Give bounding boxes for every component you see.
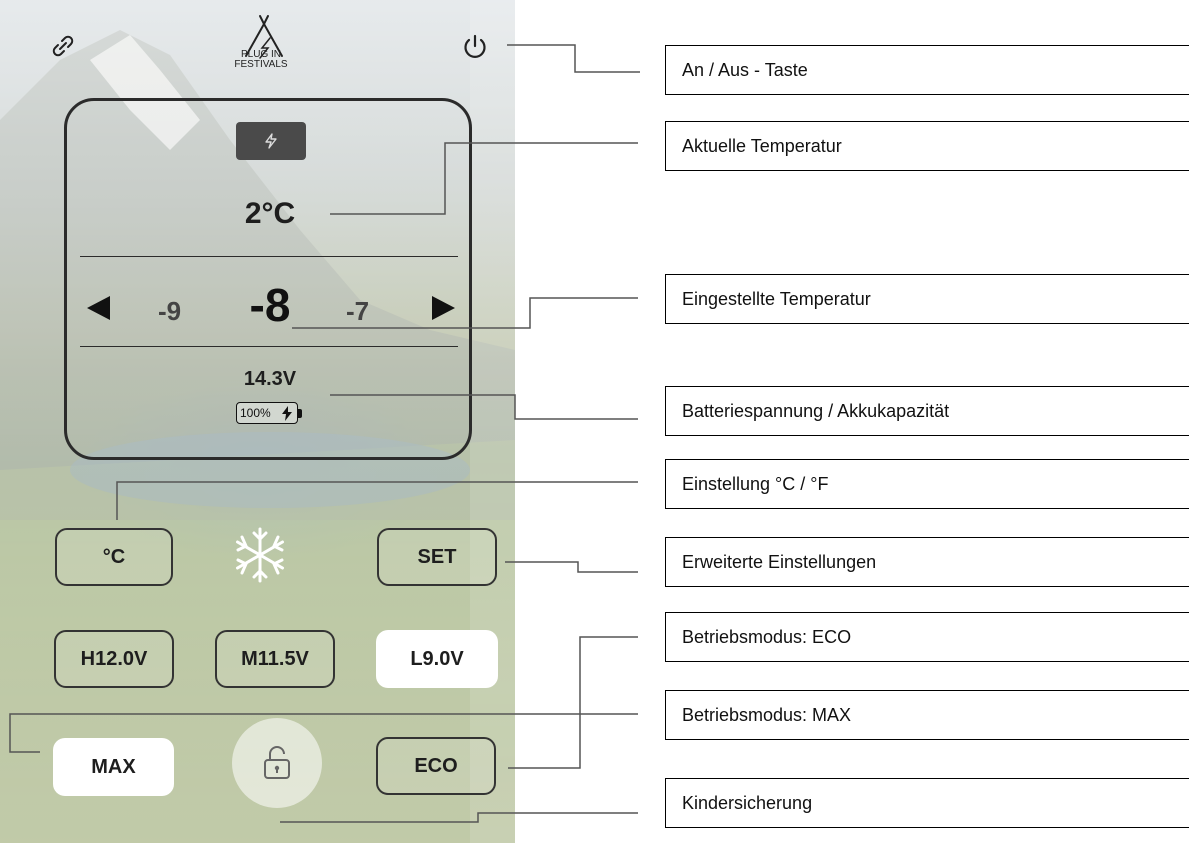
set-temp-next: -7 <box>346 296 370 326</box>
snowflake-icon <box>230 525 290 590</box>
battery-indicator: 100% <box>236 402 302 426</box>
callout-current-temperature: Aktuelle Temperatur <box>665 121 1189 171</box>
set-button[interactable]: SET <box>377 528 497 586</box>
festival-logo: PLUG IN FESTIVALS <box>224 12 298 84</box>
callout-power-button: An / Aus - Taste <box>665 45 1189 95</box>
decrease-temp-arrow[interactable] <box>84 293 114 328</box>
mode-badge <box>236 122 306 160</box>
divider-top <box>80 256 458 257</box>
unit-toggle-button[interactable]: °C <box>55 528 173 586</box>
charging-bolt-icon <box>282 406 292 421</box>
line-max <box>9 713 638 753</box>
battery-voltage: 14.3V <box>243 368 297 390</box>
line-eco <box>508 636 638 769</box>
max-mode-button[interactable]: MAX <box>53 738 174 796</box>
line-unit <box>116 481 638 520</box>
callout-child-lock: Kindersicherung <box>665 778 1189 828</box>
logo-line-2: FESTIVALS <box>234 59 288 70</box>
callout-unit-setting: Einstellung °C / °F <box>665 459 1189 509</box>
line-lock <box>280 812 638 823</box>
logo-line-1: PLUG IN <box>240 49 281 60</box>
callout-eco-mode: Betriebsmodus: ECO <box>665 612 1189 662</box>
line-current-temp <box>330 142 638 215</box>
status-panel <box>64 98 472 460</box>
divider-bottom <box>80 346 458 347</box>
line-power <box>507 44 640 73</box>
callout-max-mode: Betriebsmodus: MAX <box>665 690 1189 740</box>
line-settings <box>505 561 638 573</box>
increase-temp-arrow[interactable] <box>428 293 458 328</box>
line-battery <box>330 394 638 420</box>
set-temperature: -8 <box>249 279 291 331</box>
battery-percent: 100% <box>240 406 271 420</box>
callout-set-temperature: Eingestellte Temperatur <box>665 274 1189 324</box>
eco-mode-button[interactable]: ECO <box>376 737 496 795</box>
link-icon[interactable] <box>50 33 76 64</box>
unlock-icon <box>264 746 290 779</box>
child-lock-button[interactable] <box>232 718 322 808</box>
set-temp-prev: -9 <box>158 296 182 326</box>
line-set-temp <box>292 297 638 329</box>
lightning-icon <box>265 133 277 149</box>
protect-level-low-button[interactable]: L9.0V <box>376 630 498 688</box>
callout-advanced-settings: Erweiterte Einstellungen <box>665 537 1189 587</box>
protect-level-medium-button[interactable]: M11.5V <box>215 630 335 688</box>
app-screen: PLUG IN FESTIVALS 2°C -9 -8 -7 14.3V 100… <box>0 0 515 843</box>
protect-level-high-button[interactable]: H12.0V <box>54 630 174 688</box>
current-temperature: 2°C <box>244 197 296 230</box>
tent-logo-icon <box>245 15 283 59</box>
power-icon[interactable] <box>461 33 489 66</box>
callout-battery: Batteriespannung / Akkukapazität <box>665 386 1189 436</box>
